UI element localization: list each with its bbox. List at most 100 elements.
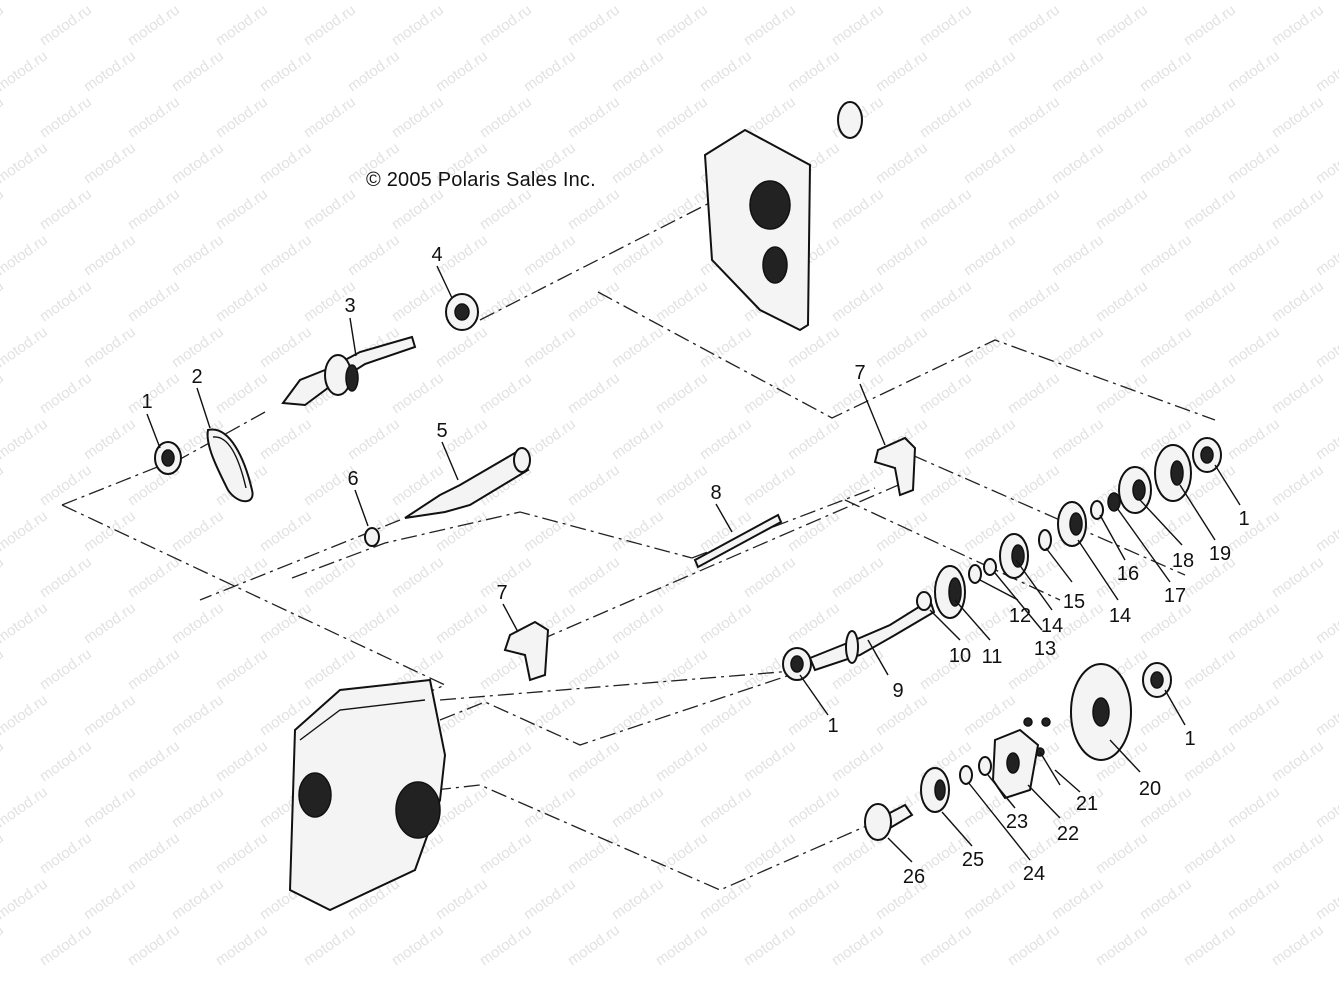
- watermark-text: motod.ru: [785, 783, 843, 831]
- watermark-text: motod.ru: [961, 415, 1019, 463]
- watermark-text: motod.ru: [0, 93, 7, 141]
- watermark-text: motod.ru: [0, 0, 51, 3]
- watermark-text: motod.ru: [1093, 921, 1151, 969]
- watermark-text: motod.ru: [0, 185, 7, 233]
- watermark-text: motod.ru: [1313, 415, 1339, 463]
- watermark-text: motod.ru: [257, 47, 315, 95]
- part-washer-15: [1038, 529, 1052, 551]
- watermark-text: motod.ru: [125, 553, 183, 601]
- watermark-text: motod.ru: [37, 829, 95, 877]
- watermark-text: motod.ru: [1049, 47, 1107, 95]
- watermark-text: motod.ru: [653, 921, 711, 969]
- watermark-text: motod.ru: [0, 691, 51, 739]
- watermark-text: motod.ru: [0, 829, 7, 877]
- watermark-text: motod.ru: [785, 875, 843, 923]
- watermark-text: motod.ru: [301, 645, 359, 693]
- watermark-text: motod.ru: [1137, 231, 1195, 279]
- watermark-text: motod.ru: [1093, 1, 1151, 49]
- watermark-text: motod.ru: [81, 691, 139, 739]
- watermark-text: motod.ru: [697, 47, 755, 95]
- watermark-text: motod.ru: [37, 185, 95, 233]
- watermark-text: motod.ru: [477, 829, 535, 877]
- watermark-text: motod.ru: [565, 829, 623, 877]
- watermark-text: motod.ru: [81, 0, 139, 3]
- watermark-text: motod.ru: [345, 231, 403, 279]
- watermark-text: motod.ru: [0, 645, 7, 693]
- part-bearing-4: [445, 293, 479, 331]
- callout-8: 8: [710, 482, 721, 504]
- watermark-text: motod.ru: [873, 47, 931, 95]
- watermark-text: motod.ru: [1225, 139, 1283, 187]
- watermark-text: motod.ru: [1269, 921, 1327, 969]
- watermark-text: motod.ru: [829, 921, 887, 969]
- watermark-text: motod.ru: [829, 1, 887, 49]
- watermark-text: motod.ru: [169, 599, 227, 647]
- callout-20: 20: [1139, 778, 1161, 800]
- watermark-text: motod.ru: [0, 507, 51, 555]
- part-shaft-3: [281, 335, 417, 407]
- part-shaft-9: [808, 598, 936, 672]
- watermark-text: motod.ru: [653, 1, 711, 49]
- watermark-text: motod.ru: [1005, 185, 1063, 233]
- part-gear-11: [934, 565, 966, 619]
- watermark-text: motod.ru: [1313, 783, 1339, 831]
- watermark-text: motod.ru: [1093, 93, 1151, 141]
- watermark-text: motod.ru: [1269, 645, 1327, 693]
- part-bearing-1a: [154, 441, 182, 475]
- watermark-text: motod.ru: [741, 369, 799, 417]
- part-bearing-1d: [1142, 662, 1172, 698]
- callout-4: 4: [431, 244, 442, 266]
- callout-11: 11: [982, 646, 1003, 668]
- watermark-text: motod.ru: [565, 737, 623, 785]
- watermark-text: motod.ru: [125, 737, 183, 785]
- watermark-text: motod.ru: [917, 1, 975, 49]
- watermark-text: motod.ru: [81, 875, 139, 923]
- watermark-text: motod.ru: [1269, 737, 1327, 785]
- callout-1: 1: [827, 715, 838, 737]
- watermark-text: motod.ru: [1049, 875, 1107, 923]
- watermark-text: motod.ru: [213, 645, 271, 693]
- watermark-text: motod.ru: [961, 691, 1019, 739]
- watermark-text: motod.ru: [565, 369, 623, 417]
- part-gear-14b: [1057, 501, 1087, 547]
- watermark-text: motod.ru: [0, 415, 51, 463]
- watermark-text: motod.ru: [1049, 415, 1107, 463]
- watermark-text: motod.ru: [0, 369, 7, 417]
- watermark-text: motod.ru: [81, 139, 139, 187]
- part-gear-25: [920, 767, 950, 813]
- watermark-text: motod.ru: [213, 93, 271, 141]
- watermark-text: motod.ru: [81, 415, 139, 463]
- watermark-text: motod.ru: [301, 1, 359, 49]
- watermark-text: motod.ru: [169, 875, 227, 923]
- watermark-text: motod.ru: [609, 139, 667, 187]
- watermark-text: motod.ru: [345, 47, 403, 95]
- watermark-text: motod.ru: [609, 507, 667, 555]
- watermark-text: motod.ru: [0, 553, 7, 601]
- part-gear-18: [1118, 466, 1152, 514]
- watermark-text: motod.ru: [917, 185, 975, 233]
- copyright-notice: © 2005 Polaris Sales Inc.: [366, 169, 596, 191]
- part-case-cover: [703, 101, 863, 332]
- watermark-text: motod.ru: [389, 1, 447, 49]
- watermark-text: motod.ru: [1181, 829, 1239, 877]
- watermark-text: motod.ru: [0, 139, 51, 187]
- watermark-text: motod.ru: [81, 47, 139, 95]
- callout-10: 10: [949, 645, 971, 667]
- watermark-text: motod.ru: [169, 0, 227, 3]
- callout-labels: 1 2 3 4 5 6 7 7 8 9 1 10 11 12 13 14 15 …: [141, 244, 1249, 888]
- watermark-text: motod.ru: [477, 369, 535, 417]
- watermark-text: motod.ru: [609, 783, 667, 831]
- part-plate-22: [991, 728, 1040, 800]
- watermark-text: motod.ru: [0, 599, 51, 647]
- callout-17: 17: [1164, 585, 1186, 607]
- watermark-text: motod.ru: [609, 47, 667, 95]
- watermark-text: motod.ru: [477, 737, 535, 785]
- watermark-text: motod.ru: [1313, 691, 1339, 739]
- watermark-text: motod.ru: [37, 93, 95, 141]
- part-fork-7b: [873, 436, 917, 497]
- watermark-text: motod.ru: [125, 93, 183, 141]
- watermark-text: motod.ru: [1225, 875, 1283, 923]
- watermark-text: motod.ru: [565, 93, 623, 141]
- watermark-text: motod.ru: [1005, 93, 1063, 141]
- part-washer-23: [978, 756, 992, 776]
